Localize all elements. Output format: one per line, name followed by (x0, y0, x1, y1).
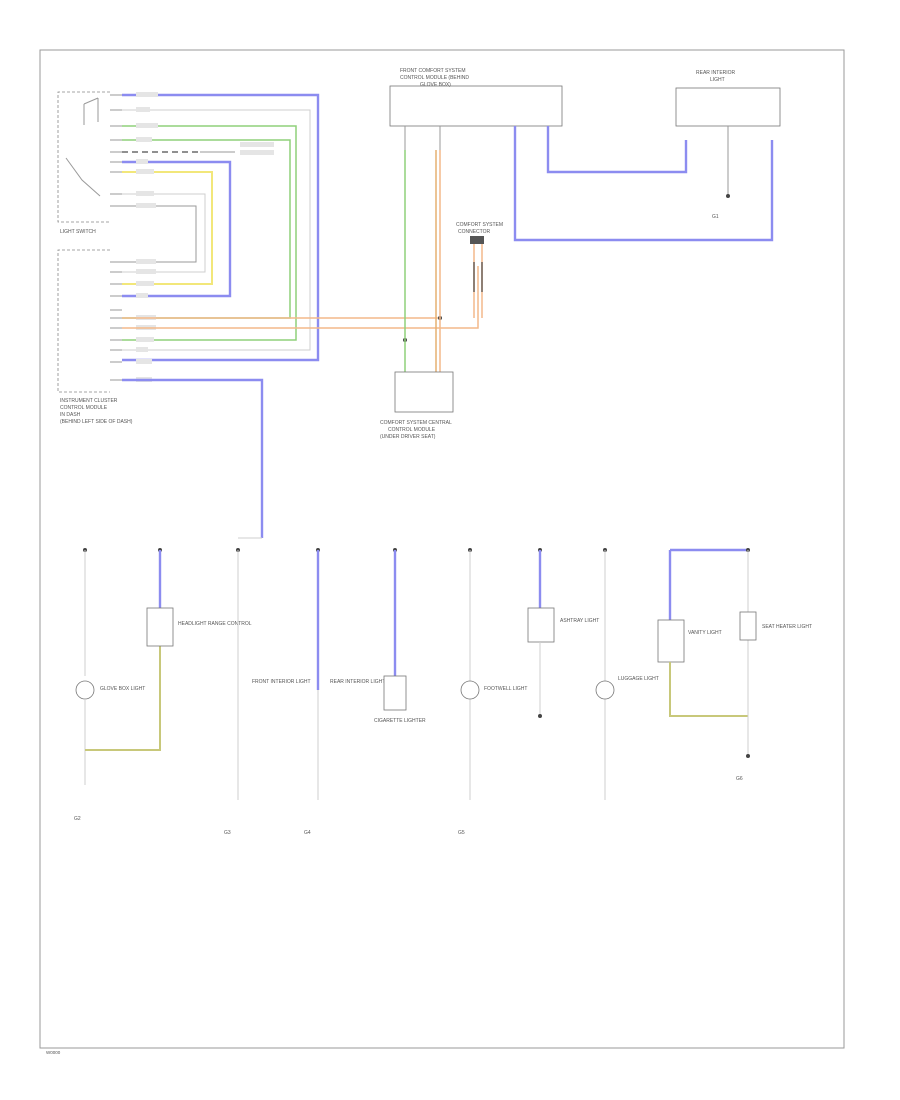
bottom-circuit-4: REAR INTERIOR LIGHT G4 (304, 548, 385, 836)
ground-label-g4: G4 (304, 830, 311, 836)
bottom-label-1: GLOVE BOX LIGHT (100, 686, 145, 692)
ground-label-g2: G2 (74, 816, 81, 822)
rear-module-label-2: LIGHT (710, 77, 725, 83)
bottom-label-3: FRONT INTERIOR LIGHT (252, 679, 311, 685)
light-switch-label: LIGHT SWITCH (60, 229, 96, 235)
bottom-label-6: FOOTWELL LIGHT (484, 686, 527, 692)
ground-label-g1: G1 (712, 214, 719, 220)
bottom-label-5: CIGARETTE LIGHTER (374, 718, 426, 724)
instrument-cluster-label-1: INSTRUMENT CLUSTER (60, 398, 118, 404)
front-module-label-2: CONTROL MODULE (BEHIND (400, 75, 469, 81)
connector-label-2: CONNECTOR (458, 229, 491, 235)
bottom-label-7: ASHTRAY LIGHT (560, 618, 599, 624)
ground-label-g5: G5 (458, 830, 465, 836)
bottom-label-10: SEAT HEATER LIGHT (762, 624, 812, 630)
connector-module: COMFORT SYSTEM CONNECTOR (456, 222, 503, 318)
comfort-module: COMFORT SYSTEM CENTRAL CONTROL MODULE (U… (380, 371, 454, 440)
comfort-module-label-2: CONTROL MODULE (388, 427, 436, 433)
rear-module-label-1: REAR INTERIOR (696, 70, 736, 76)
front-module-label-1: FRONT COMFORT SYSTEM (400, 68, 466, 74)
left-pin-stubs (110, 94, 122, 381)
bottom-circuit-10: SEAT HEATER LIGHT G6 (736, 548, 812, 782)
bottom-circuit-9: VANITY LIGHT (657, 548, 748, 717)
instrument-cluster-label-4: (BEHIND LEFT SIDE OF DASH) (60, 419, 133, 425)
connector-label-1: COMFORT SYSTEM (456, 222, 503, 228)
ground-label-g3: G3 (224, 830, 231, 836)
bottom-circuit-6: FOOTWELL LIGHT G5 (458, 548, 527, 836)
bottom-circuit-7: ASHTRAY LIGHT (527, 548, 599, 718)
bottom-label-4: REAR INTERIOR LIGHT (330, 679, 385, 685)
comfort-module-label-1: COMFORT SYSTEM CENTRAL (380, 420, 452, 426)
ground-label-g6: G6 (736, 776, 743, 782)
front-module-label-3: GLOVE BOX) (420, 82, 451, 88)
instrument-cluster: INSTRUMENT CLUSTER CONTROL MODULE IN DAS… (57, 249, 133, 425)
front-control-module: FRONT COMFORT SYSTEM CONTROL MODULE (BEH… (389, 68, 563, 127)
comfort-module-label-3: (UNDER DRIVER SEAT) (380, 434, 436, 440)
rear-module: REAR INTERIOR LIGHT (675, 70, 781, 127)
diagram-frame (39, 49, 845, 1049)
instrument-cluster-label-2: CONTROL MODULE (60, 405, 108, 411)
bottom-circuit-5: CIGARETTE LIGHTER (374, 548, 426, 724)
bottom-circuit-2: HEADLIGHT RANGE CONTROL (146, 548, 252, 647)
footer-code: W0000 (46, 1050, 61, 1055)
bottom-label-9: VANITY LIGHT (688, 630, 722, 636)
light-switch: LIGHT SWITCH (57, 91, 110, 235)
bottom-label-2: HEADLIGHT RANGE CONTROL (178, 621, 252, 627)
bottom-circuit-1: GLOVE BOX LIGHT G2 (74, 548, 161, 822)
instrument-cluster-label-3: IN DASH (60, 412, 81, 418)
bottom-label-8: LUGGAGE LIGHT (618, 676, 659, 682)
bottom-circuit-3: FRONT INTERIOR LIGHT G3 (224, 537, 311, 836)
bottom-circuit-8: LUGGAGE LIGHT (595, 548, 659, 800)
